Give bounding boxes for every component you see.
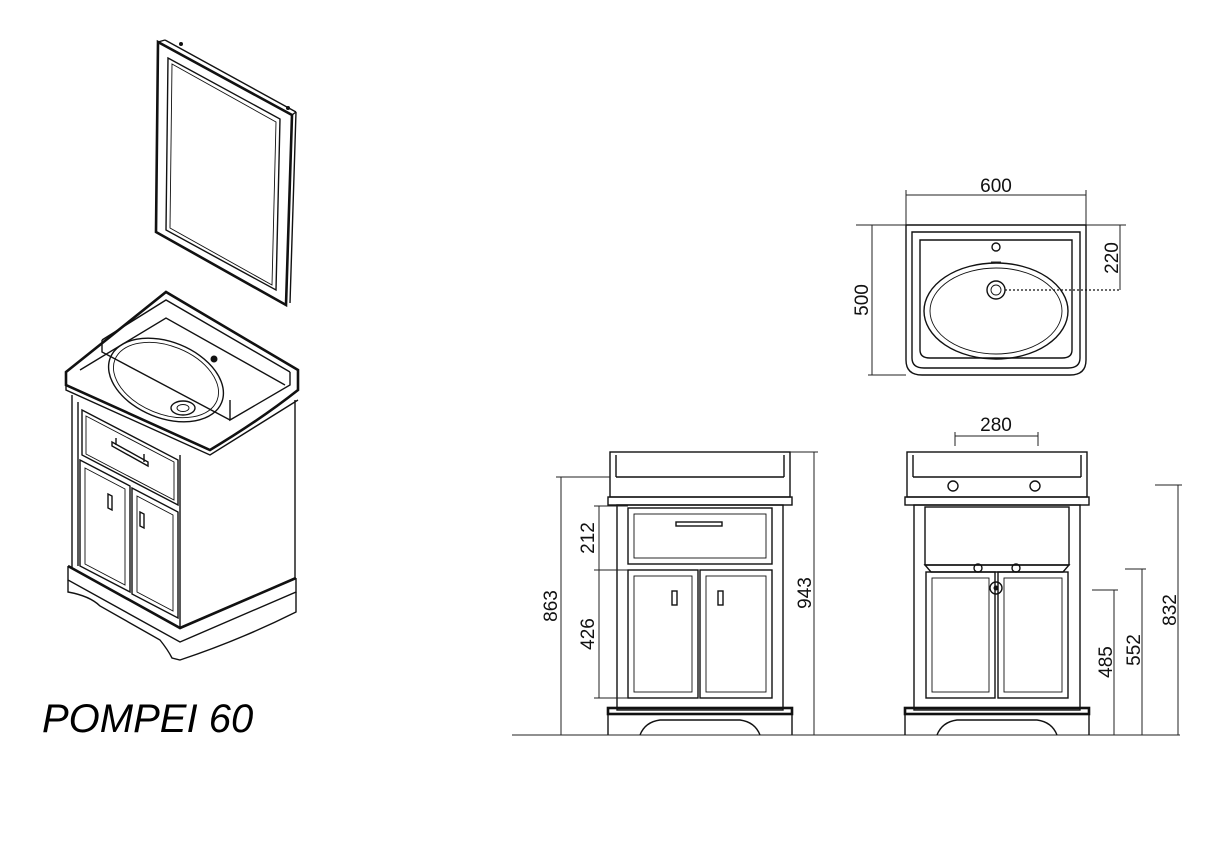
dim-front-body-height: 863	[541, 590, 562, 622]
dim-top-depth: 500	[852, 284, 873, 316]
dim-top-width: 600	[980, 176, 1012, 197]
dim-side-552: 552	[1124, 634, 1145, 666]
top-view: 600 500 220	[852, 176, 1126, 376]
dim-front-total-height: 943	[795, 577, 816, 609]
isometric-view	[64, 39, 300, 661]
front-view: 863 943 212 426	[512, 451, 1180, 736]
dim-drawer-height: 212	[578, 522, 599, 554]
dim-door-height: 426	[578, 618, 599, 650]
dim-side-832: 832	[1160, 594, 1181, 626]
product-title: POMPEI 60	[42, 697, 253, 741]
side-view: 280 485 552 832	[903, 415, 1182, 736]
dim-side-485: 485	[1096, 646, 1117, 678]
cabinet-isometric	[67, 395, 297, 661]
dim-side-width: 280	[980, 415, 1012, 436]
basin-isometric	[64, 290, 300, 456]
mirror-isometric	[154, 39, 297, 308]
dim-tap-offset: 220	[1102, 242, 1123, 274]
